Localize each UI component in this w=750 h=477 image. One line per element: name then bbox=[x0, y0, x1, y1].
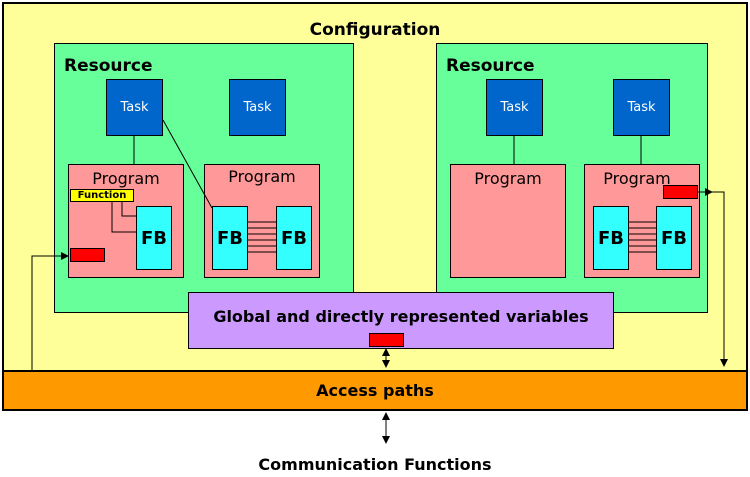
global-variables-label: Global and directly represented variable… bbox=[213, 307, 589, 326]
task-3-label: Task bbox=[500, 100, 529, 115]
communication-functions-label: Communication Functions bbox=[258, 455, 492, 474]
function-to-fb-line-2 bbox=[111, 202, 136, 233]
task-4: Task bbox=[613, 79, 670, 136]
task-1-label: Task bbox=[120, 100, 149, 115]
fb-program-4-left: FB bbox=[593, 206, 629, 270]
task-2: Task bbox=[229, 79, 286, 136]
fb-program-1: FB bbox=[136, 206, 172, 270]
access-paths-bar: Access paths bbox=[2, 370, 748, 411]
access-variable-global bbox=[369, 333, 404, 347]
task-4-label: Task bbox=[627, 100, 656, 115]
fb-label: FB bbox=[597, 227, 624, 249]
function-label: Function bbox=[77, 190, 127, 201]
resource-1-label: Resource bbox=[64, 56, 153, 76]
function-box: Function bbox=[70, 189, 134, 202]
fb-program-2-right: FB bbox=[276, 206, 312, 270]
program-3 bbox=[450, 164, 566, 278]
program-1-label: Program bbox=[92, 169, 160, 188]
access-variable-program-4 bbox=[663, 185, 698, 199]
access-variable-program-1 bbox=[70, 248, 105, 262]
access-paths-label: Access paths bbox=[316, 381, 434, 400]
access-arrow-left bbox=[31, 252, 69, 370]
program-2-label: Program bbox=[228, 167, 296, 186]
task-3: Task bbox=[486, 79, 543, 136]
function-to-fb-line-1 bbox=[121, 202, 136, 217]
fb-program-4-right: FB bbox=[656, 206, 692, 270]
program-4-label: Program bbox=[603, 169, 671, 188]
access-arrow-right bbox=[712, 191, 728, 367]
program-3-label: Program bbox=[474, 169, 542, 188]
task-1-to-fb-line bbox=[162, 119, 213, 209]
task-1: Task bbox=[106, 79, 163, 136]
fb-label: FB bbox=[216, 227, 243, 249]
configuration-label: Configuration bbox=[309, 20, 441, 40]
task-2-label: Task bbox=[243, 100, 272, 115]
resource-2-label: Resource bbox=[446, 56, 535, 76]
fb-program-2-left: FB bbox=[212, 206, 248, 270]
fb-label: FB bbox=[660, 227, 687, 249]
fb-label: FB bbox=[280, 227, 307, 249]
fb-label: FB bbox=[140, 227, 167, 249]
